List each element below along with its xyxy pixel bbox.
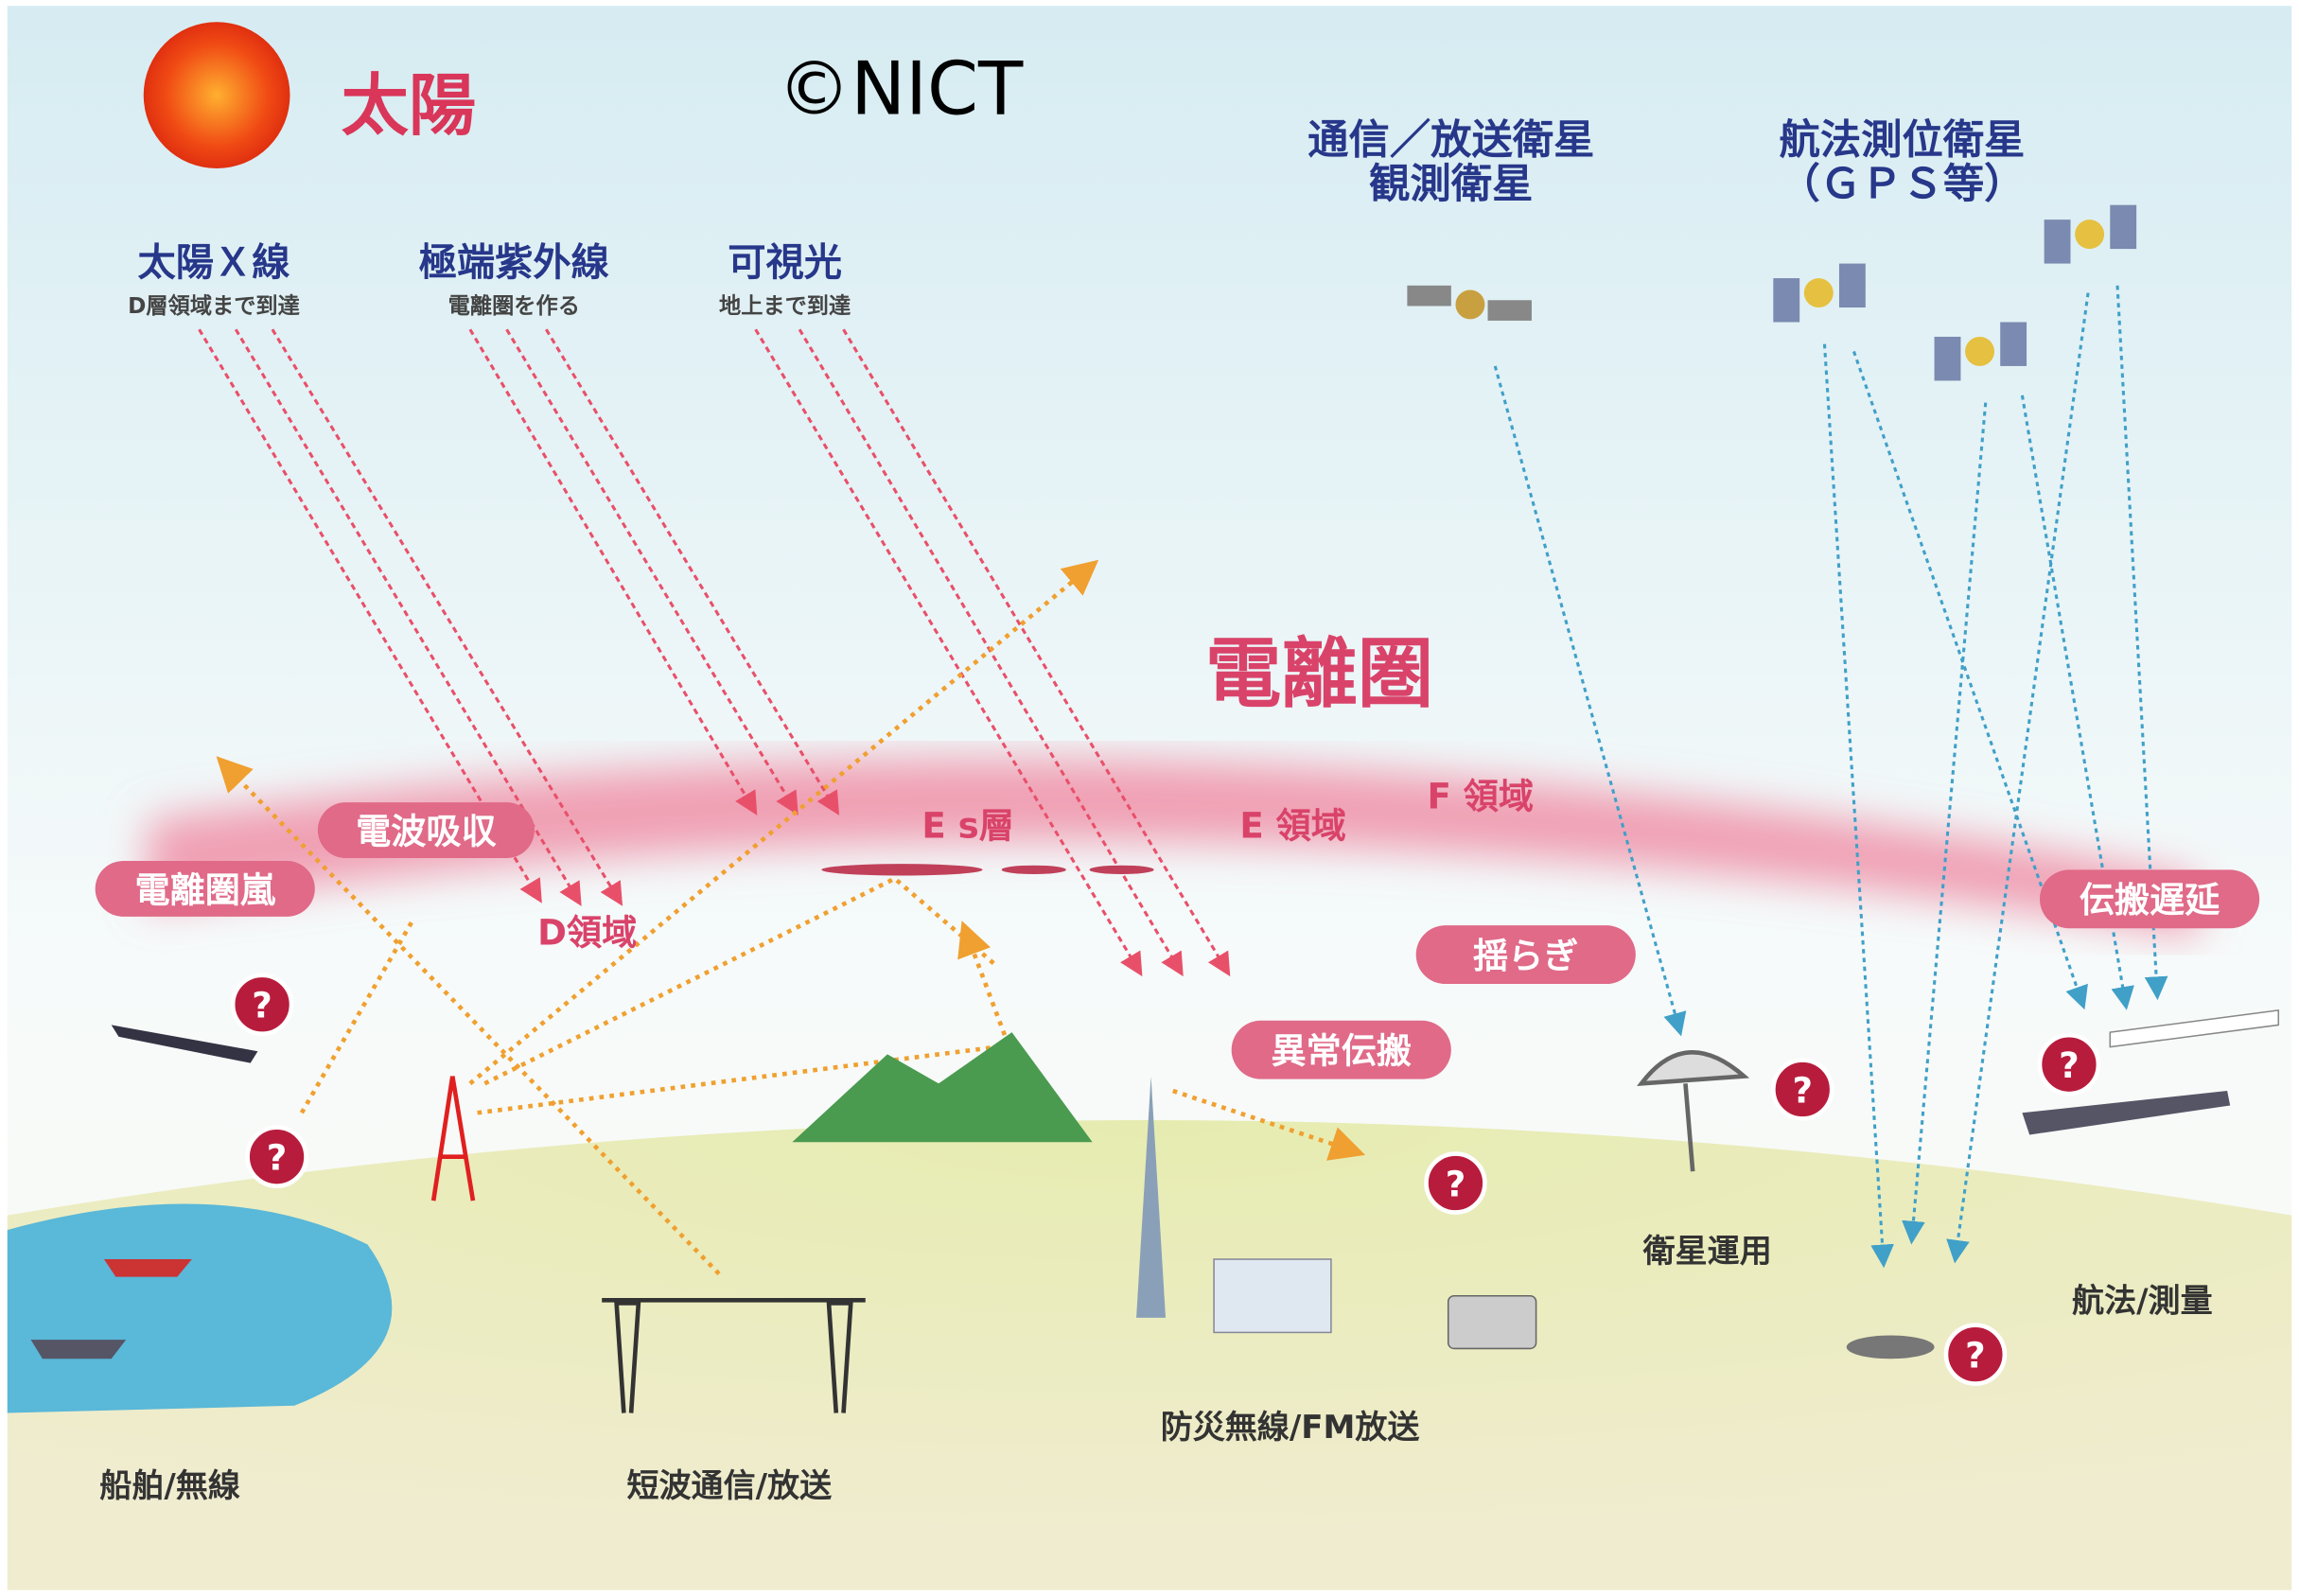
- ionospheric-storm-pill: 電離圏嵐: [95, 861, 315, 917]
- question-icons: ? ? ? ? ? ?: [230, 973, 2101, 1386]
- shortwave-label: 短波通信/放送: [626, 1467, 832, 1505]
- gnss-receiver-icon: [1846, 1335, 1935, 1359]
- ship-icon: [30, 1340, 127, 1359]
- airplane-icon: [2109, 1009, 2280, 1048]
- ionosphere-title: 電離圏: [1205, 629, 1433, 718]
- ship-icon: [103, 1259, 192, 1277]
- xray-subtitle: D層領域まで到達: [128, 293, 300, 319]
- satellite-operations-label: 衛星運用: [1642, 1233, 1772, 1271]
- svg-text:揺らぎ: 揺らぎ: [1473, 936, 1578, 976]
- svg-text:電離圏嵐: 電離圏嵐: [134, 869, 275, 910]
- satellite-icon: [2044, 204, 2137, 264]
- building-icon: [1213, 1258, 1332, 1334]
- d-region-label: D領域: [537, 912, 637, 953]
- sun-label: 太陽: [342, 66, 476, 145]
- svg-text:?: ?: [252, 986, 272, 1026]
- effect-labels: 電波吸収 電離圏嵐 揺らぎ 異常伝搬 伝搬遅延: [95, 802, 2260, 1079]
- satellite-icons: [1407, 204, 2137, 381]
- svg-text:?: ?: [1965, 1336, 1986, 1377]
- euv-title: 極端紫外線: [419, 241, 609, 285]
- question-mark-icon: ?: [1424, 1151, 1487, 1215]
- e-region-label: E 領域: [1239, 805, 1346, 846]
- question-mark-icon: ?: [1771, 1058, 1834, 1121]
- anomalous-propagation-pill: 異常伝搬: [1231, 1020, 1451, 1079]
- propagation-delay-pill: 伝搬遅延: [2040, 869, 2260, 929]
- satellite-icon: [1407, 285, 1532, 321]
- airplane-icon: [2022, 1091, 2231, 1135]
- radio-tower-icon: [430, 1076, 476, 1201]
- gps-label: （ＧＰＳ等）: [1780, 161, 2026, 208]
- sky-tree-icon: [1136, 1076, 1167, 1318]
- svg-text:?: ?: [1793, 1070, 1814, 1111]
- navigation-survey-label: 航法/測量: [2072, 1283, 2213, 1321]
- xray-title: 太陽Ｘ線: [138, 241, 290, 285]
- sun-icon: [143, 22, 290, 168]
- radio-paths: [216, 559, 1366, 1276]
- visible-title: 可視光: [728, 241, 842, 285]
- es-layer-marks: [821, 864, 1154, 876]
- svg-text:電波吸収: 電波吸収: [356, 811, 497, 851]
- nav-satellite-label: 航法測位衛星: [1780, 117, 2026, 165]
- mountain-icon: [792, 1032, 1093, 1143]
- earth-ground: [7, 1119, 2292, 1590]
- svg-text:異常伝搬: 異常伝搬: [1271, 1031, 1412, 1072]
- satellite-icon: [1773, 263, 1866, 323]
- sea: [7, 1203, 393, 1413]
- airplane-icon: [111, 1025, 258, 1063]
- radiation-labels: 太陽Ｘ線 D層領域まで到達 極端紫外線 電離圏を作る 可視光 地上まで到達: [128, 241, 851, 319]
- power-line-tower-icon: [602, 1298, 866, 1413]
- euv-subtitle: 電離圏を作る: [448, 293, 580, 319]
- svg-text:伝搬遅延: 伝搬遅延: [2080, 880, 2220, 921]
- question-mark-icon: ?: [230, 973, 294, 1037]
- copyright: ©NICT: [778, 47, 1024, 132]
- es-layer-label: E s層: [921, 805, 1014, 846]
- scintillation-pill: 揺らぎ: [1415, 925, 1636, 985]
- question-mark-icon: ?: [245, 1125, 308, 1188]
- ship-radio-label: 船舶/無線: [99, 1467, 240, 1505]
- question-mark-icon: ?: [1943, 1323, 2008, 1386]
- svg-text:?: ?: [2059, 1045, 2080, 1086]
- svg-text:?: ?: [267, 1138, 288, 1179]
- visible-subtitle: 地上まで到達: [719, 293, 851, 319]
- svg-text:?: ?: [1446, 1164, 1466, 1204]
- antenna-dish-icon: [1637, 1050, 1750, 1172]
- ionosphere-band: [148, 759, 2199, 938]
- radio-absorption-pill: 電波吸収: [317, 802, 535, 858]
- satellite-icon: [1934, 322, 2027, 381]
- f-region-label: F 領域: [1428, 776, 1535, 816]
- ground-objects: [30, 1009, 2280, 1413]
- observation-satellite-label: 観測衛星: [1369, 161, 1533, 208]
- radio-icon: [1447, 1294, 1537, 1350]
- comm-satellite-label: 通信／放送衛星: [1307, 117, 1594, 165]
- solar-rays: [198, 328, 1231, 977]
- question-mark-icon: ?: [2037, 1032, 2101, 1096]
- disaster-radio-label: 防災無線/FM放送: [1161, 1409, 1420, 1447]
